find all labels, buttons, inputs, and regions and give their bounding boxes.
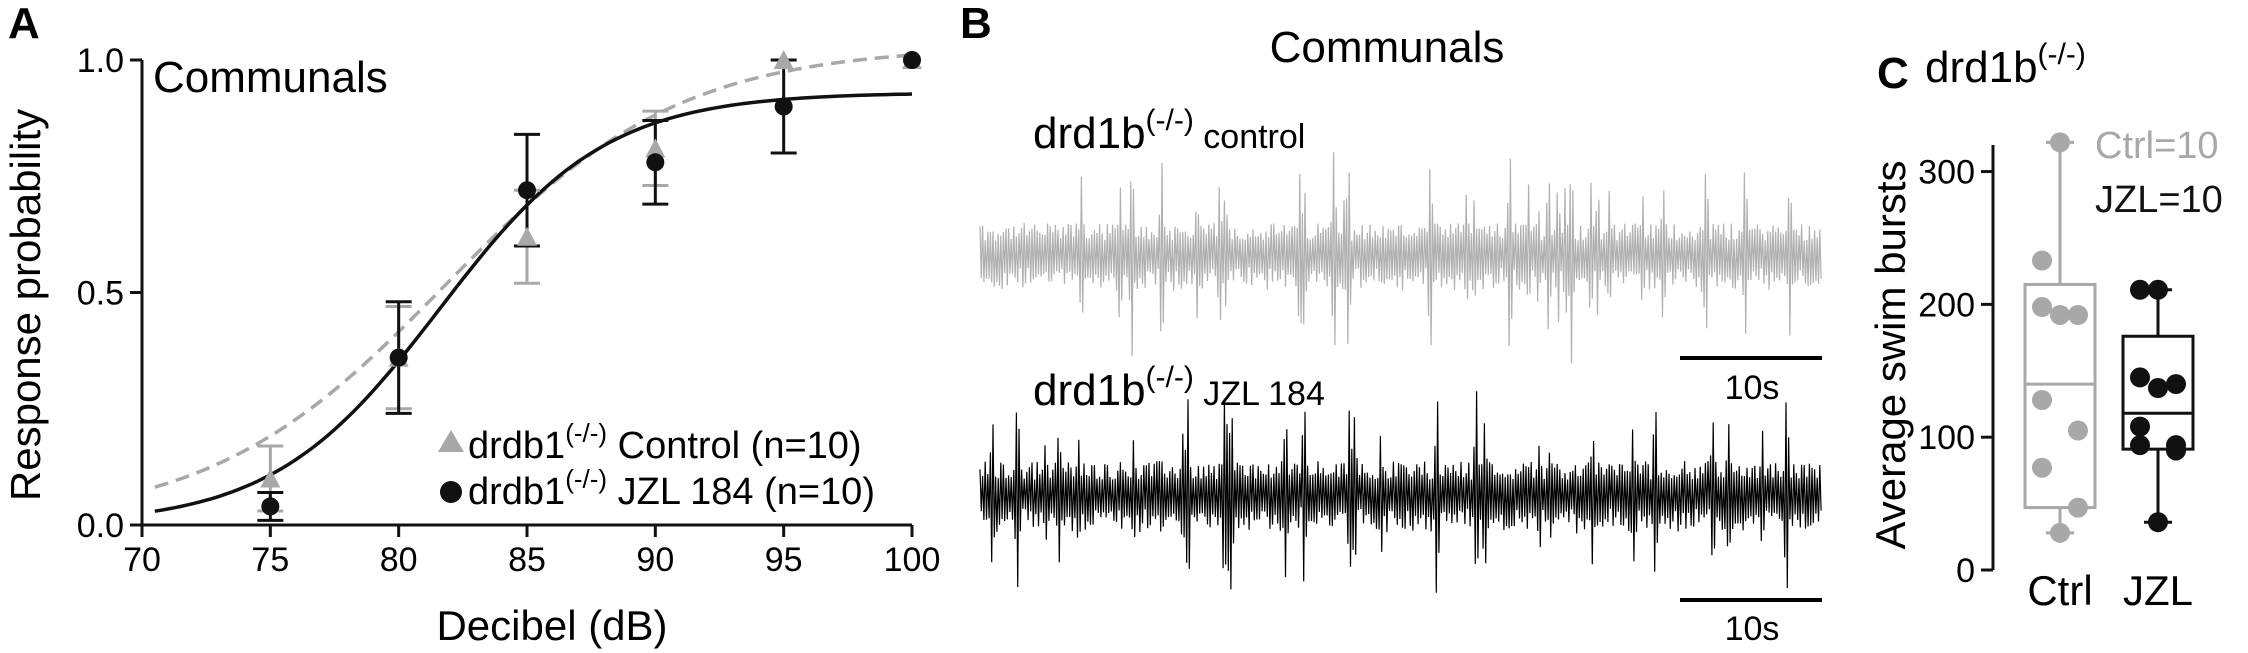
panel-b-letter: B: [960, 0, 992, 48]
y-tick-label: 1.0: [77, 42, 124, 80]
trace-control: [979, 152, 1822, 364]
trace-label-control: drd1b(-/-) control: [1033, 104, 1305, 158]
c-category-label: Ctrl: [2027, 567, 2092, 614]
legend-item-jzl: drdb1(-/-) JZL 184 (n=10): [440, 464, 875, 513]
data-point-circle: [903, 51, 921, 69]
legend-item-control: drdb1(-/-) Control (n=10): [438, 418, 862, 467]
legend-marker-triangle: [438, 430, 464, 452]
box-data-point: [2130, 416, 2150, 437]
box-data-point: [2068, 305, 2088, 325]
data-point-triangle: [773, 50, 794, 69]
panel-c-title: drd1b(-/-): [1925, 38, 2086, 92]
scale-bar-top-label: 10s: [1725, 369, 1780, 407]
data-point-triangle: [517, 226, 537, 246]
box-data-point: [2130, 367, 2150, 388]
y-tick-label: 0.5: [77, 275, 124, 313]
box-data-point: [2130, 435, 2150, 456]
box-data-point: [2148, 378, 2168, 399]
c-y-axis-label: Average swim bursts: [1867, 160, 1914, 549]
box-data-point: [2166, 440, 2186, 461]
c-legend-jzl: JZL=10: [2095, 179, 2223, 221]
box-data-point: [2166, 374, 2186, 395]
x-tick-label: 75: [251, 541, 289, 579]
data-point-circle: [774, 97, 793, 116]
box-data-point: [2068, 497, 2088, 518]
box-data-point: [2050, 305, 2070, 325]
x-tick-label: 90: [636, 541, 674, 579]
data-point-triangle: [645, 138, 666, 158]
c-legend-ctrl: Ctrl=10: [2095, 125, 2219, 167]
panel-b-title: Communals: [1270, 23, 1505, 72]
box-ctrl: [2023, 282, 2097, 510]
trace-jzl: [979, 391, 1822, 593]
box-data-point: [2032, 250, 2052, 271]
x-tick-label: 70: [123, 541, 161, 579]
panel-a-title: Communals: [153, 53, 388, 102]
box-data-point: [2068, 420, 2088, 441]
c-y-tick-label: 300: [1918, 154, 1975, 192]
box-data-point: [2130, 279, 2150, 300]
panel-a-letter: A: [8, 0, 40, 48]
data-point-triangle: [260, 468, 281, 488]
legend-marker-circle: [440, 481, 462, 503]
x-tick-label: 80: [380, 541, 418, 579]
legend-label-control: drdb1(-/-) Control (n=10): [468, 418, 862, 467]
x-tick-label: 85: [508, 541, 546, 579]
c-y-tick-label: 200: [1918, 286, 1975, 324]
box-data-point: [2032, 297, 2052, 318]
chart-legend: drdb1(-/-) Control (n=10) drdb1(-/-) JZL…: [438, 418, 875, 513]
box-data-point: [2032, 457, 2052, 478]
x-axis-label: Decibel (dB): [436, 602, 667, 649]
box-data-point: [2032, 390, 2052, 410]
c-category-label: JZL: [2123, 567, 2193, 614]
legend-label-jzl: drdb1(-/-) JZL 184 (n=10): [468, 464, 875, 513]
x-tick-label: 100: [884, 541, 941, 579]
data-point-circle: [646, 153, 665, 172]
fit-curve-0: [154, 53, 913, 489]
trace-label-jzl: drd1b(-/-) JZL 184: [1033, 361, 1325, 415]
box-data-point: [2050, 522, 2070, 543]
panel-c-letter: C: [1877, 49, 1909, 98]
data-point-circle: [389, 348, 408, 367]
dose-response-chart: Communals 70 75 80 85 90 95 100 0.0 0.5 1.0 Decib…: [2, 42, 940, 649]
scale-bar-bottom-label: 10s: [1725, 610, 1780, 648]
y-axis-label: Response probability: [2, 109, 49, 501]
box-data-point: [2148, 512, 2168, 533]
box-data-point: [2050, 132, 2070, 153]
x-tick-label: 95: [765, 541, 803, 579]
swim-traces-panel: Communals drd1b(-/-) control 10s drd1b(-…: [979, 23, 1822, 648]
box-jzl: [2121, 334, 2195, 451]
data-point-circle: [518, 181, 536, 200]
c-y-tick-label: 100: [1918, 419, 1975, 457]
y-tick-label: 0.0: [77, 507, 124, 545]
c-y-tick-label: 0: [1956, 552, 1975, 590]
box-data-point: [2148, 279, 2168, 300]
data-point-circle: [261, 497, 280, 516]
